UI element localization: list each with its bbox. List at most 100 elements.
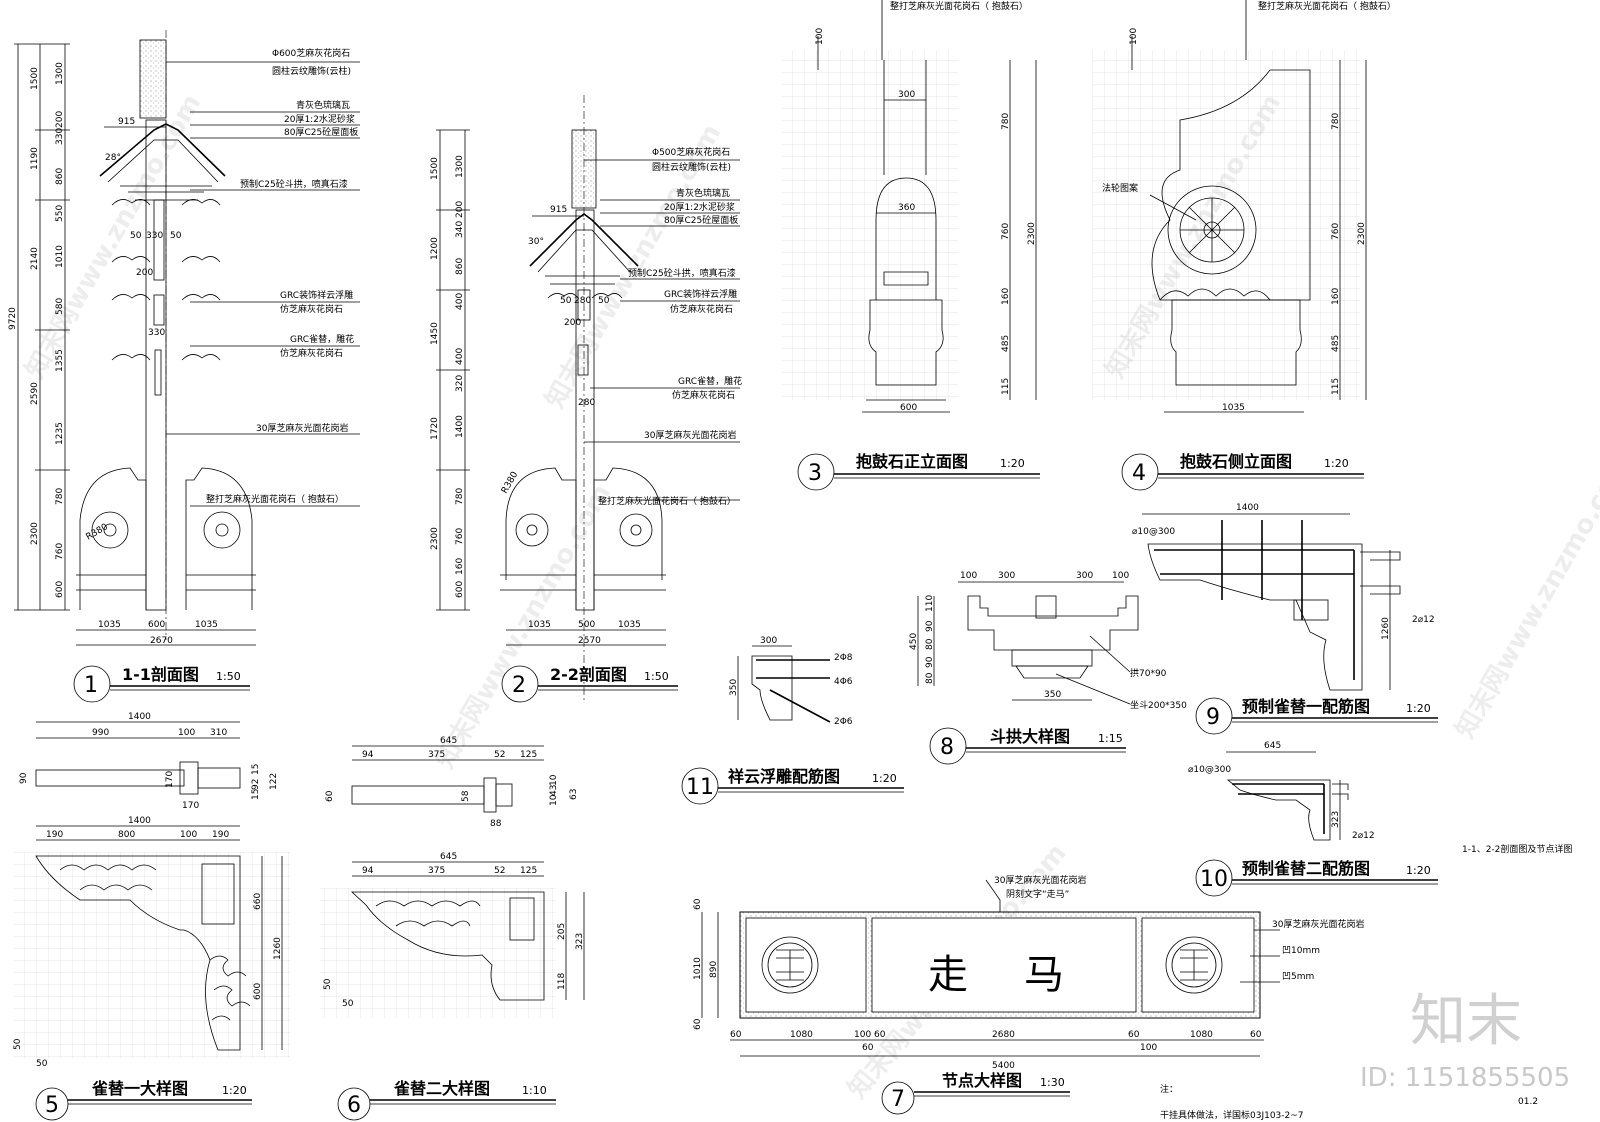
cloud-relief-rebar: 300 350 2Φ8 4Φ6 2Φ6 <box>729 636 853 727</box>
dim: 2300 <box>30 522 40 545</box>
dim: 1035 <box>528 620 551 630</box>
drum-stone-front: 整打芝麻灰光面花岗石（ 抱鼓石） 100 300 360 600 780 760… <box>782 0 1037 413</box>
dim-total: 5400 <box>992 1061 1015 1071</box>
dim: 330 <box>148 328 165 338</box>
view-scale: 1:50 <box>644 670 669 683</box>
dim: 100 <box>960 571 977 581</box>
dim: 990 <box>92 728 109 738</box>
dim: 2590 <box>30 382 40 405</box>
note: 整打芝麻灰光面花岗石（ 抱鼓石） <box>890 0 1028 12</box>
dim: 860 <box>55 168 65 185</box>
dim: 450 <box>909 633 919 650</box>
note: GRC雀替，雕花 <box>678 375 742 387</box>
dim: 1190 <box>30 147 40 170</box>
note: 阴刻文字“走马” <box>1006 888 1069 900</box>
view-number: 9 <box>1206 705 1220 730</box>
dim: 60 <box>730 1030 742 1040</box>
pattern-label: 法轮图案 <box>1102 182 1138 194</box>
title-view-9: 9 预制雀替一配筋图 1:20 <box>1195 697 1438 735</box>
dim: 92 <box>251 779 261 790</box>
section-1-1: 9720 1500 1190 2140 2590 2300 1300 200 3… <box>8 30 360 646</box>
note: GRC装饰祥云浮雕 <box>280 289 353 301</box>
brand-id: ID: 1151855505 <box>1360 1063 1570 1093</box>
dim-total: 1260 <box>273 937 283 960</box>
title-view-10: 10 预制雀替二配筋图 1:20 <box>1195 859 1438 897</box>
dim: 110 <box>925 595 935 612</box>
dim: 600 <box>148 620 165 630</box>
dim: 125 <box>520 750 537 760</box>
note: 整打芝麻灰光面花岗石（ 抱鼓石） <box>1258 0 1396 12</box>
rebar-label: 2Φ8 <box>834 653 853 663</box>
note: 仿芝麻灰花岗石 <box>280 303 343 315</box>
engraved-text: 走 马 <box>928 952 1072 998</box>
rebar-label: ⌀10@300 <box>1132 527 1175 537</box>
dim: 90 <box>925 620 935 632</box>
dim: 1355 <box>55 349 65 372</box>
rebar-label: 2Φ6 <box>834 717 853 727</box>
dim: 1400 <box>1236 503 1259 513</box>
dim: 300 <box>760 636 777 646</box>
note: 整打芝麻灰光面花岗石（ 抱鼓石） <box>598 495 736 507</box>
view-number: 2 <box>512 673 526 698</box>
dim: 15 <box>251 789 261 800</box>
dim: 485 <box>1001 335 1011 352</box>
dim: 200 <box>55 111 65 128</box>
dim: 1035 <box>618 620 641 630</box>
dim: 1720 <box>430 417 440 440</box>
angle-label: 30° <box>528 237 544 247</box>
dim: 780 <box>1331 113 1341 130</box>
dim: 580 <box>55 298 65 315</box>
title-view-6: 6 雀替二大样图 1:10 <box>337 1079 556 1121</box>
dim: 660 <box>253 893 263 910</box>
dim: 60 <box>693 898 703 910</box>
dim-total: 2570 <box>578 636 601 646</box>
dim: 1010 <box>55 245 65 268</box>
dim: 60 <box>693 1018 703 1030</box>
dim: 50 <box>342 999 354 1009</box>
note: Φ500芝麻灰花岗石 <box>652 146 730 158</box>
radius: R380 <box>85 522 111 543</box>
dim: 205 <box>557 923 567 940</box>
drawing-title: 1-1、2-2剖面图及节点详图 <box>1462 843 1572 855</box>
note: 凹10mm <box>1282 946 1320 956</box>
note: 预制C25砼斗拱，喷真石漆 <box>628 267 736 279</box>
view-title: 预制雀替二配筋图 <box>1242 859 1370 878</box>
view-scale: 1:15 <box>1098 732 1123 745</box>
dim: 1080 <box>790 1030 813 1040</box>
dim: 780 <box>455 488 465 505</box>
dim: 160 <box>1001 288 1011 305</box>
view-number: 8 <box>940 735 954 760</box>
dim: 600 <box>455 581 465 598</box>
view-scale: 1:20 <box>1406 864 1431 877</box>
view-title: 斗拱大样图 <box>990 727 1070 746</box>
view-title: 1-1剖面图 <box>122 665 199 684</box>
dim: 200 <box>564 318 581 328</box>
note: 凹5mm <box>1282 972 1314 982</box>
dim-total: 2300 <box>1357 222 1367 245</box>
dim: 780 <box>1001 113 1011 130</box>
dim: 63 <box>569 789 579 800</box>
title-view-11: 11 祥云浮雕配筋图 1:20 <box>681 767 904 805</box>
view-number: 4 <box>1132 461 1146 486</box>
dim: 52 <box>494 750 505 760</box>
dim: 360 <box>898 203 915 213</box>
view-number: 7 <box>891 1087 905 1112</box>
dim: 300 <box>898 90 915 100</box>
view-scale: 1:20 <box>1324 457 1349 470</box>
note: 青灰色琉璃瓦 <box>296 99 350 111</box>
view-scale: 1:20 <box>222 1084 247 1097</box>
dim: 800 <box>118 830 135 840</box>
view-title: 抱鼓石正立面图 <box>856 452 968 471</box>
brand-logo: 知末 <box>1410 989 1522 1054</box>
view-title: 预制雀替一配筋图 <box>1242 697 1370 716</box>
dim: 160 <box>1331 288 1341 305</box>
dim: 190 <box>212 830 229 840</box>
note: 仿芝麻灰花岗石 <box>280 347 343 359</box>
note: 30厚芝麻灰光面花岗岩 <box>256 422 348 434</box>
view-number: 1 <box>84 673 98 698</box>
view-number: 5 <box>45 1093 59 1118</box>
dim: 125 <box>520 866 537 876</box>
dim: 170 <box>165 771 175 788</box>
dim: 60 <box>1128 1030 1140 1040</box>
